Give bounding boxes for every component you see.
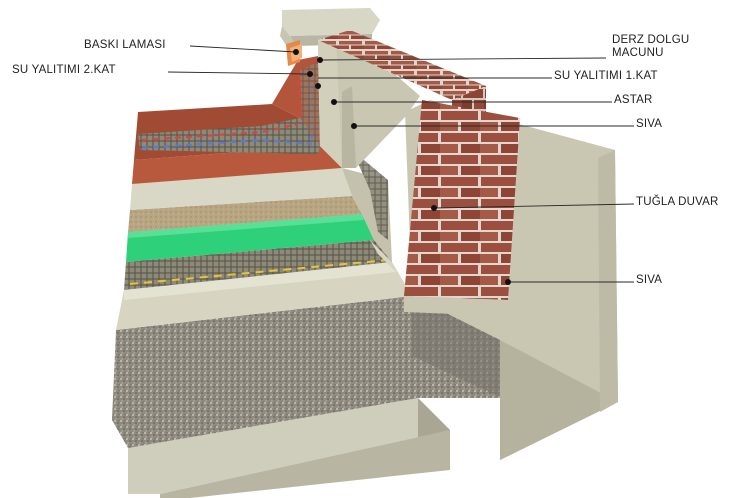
sand-layer [128,196,362,232]
label-derz-dolgu-macunu: DERZ DOLGU MACUNU [612,34,689,60]
brick-wall-top [318,30,486,100]
label-tugla-duvar: TUĞLA DUVAR [636,196,719,208]
label-derz-line1: DERZ DOLGU [612,34,690,46]
label-su-yalitimi-2-kat: SU YALITIMI 2.KAT [12,64,116,76]
leader-lines [167,45,635,283]
label-astar: ASTAR [614,94,653,106]
label-siva-top: SIVA [636,118,663,130]
gravel-concrete-layer [112,296,502,448]
bottom-slab-top [128,398,450,494]
label-baski-lamasi: BASKI LAMASI [84,39,166,51]
brick-wall [404,100,520,300]
label-siva-bottom: SIVA [636,274,663,286]
concrete-layer [130,168,352,210]
waterproof-mesh-layer [138,118,320,154]
leader-dots [293,49,511,285]
screed-layer [116,262,412,330]
green-insulation-layer [126,214,374,262]
coping-stone [282,8,380,36]
brown-membrane-layer [132,146,342,184]
label-su-yalitimi-1-kat: SU YALITIMI 1.KAT [554,70,658,82]
label-derz-line2: MACUNU [612,47,664,59]
